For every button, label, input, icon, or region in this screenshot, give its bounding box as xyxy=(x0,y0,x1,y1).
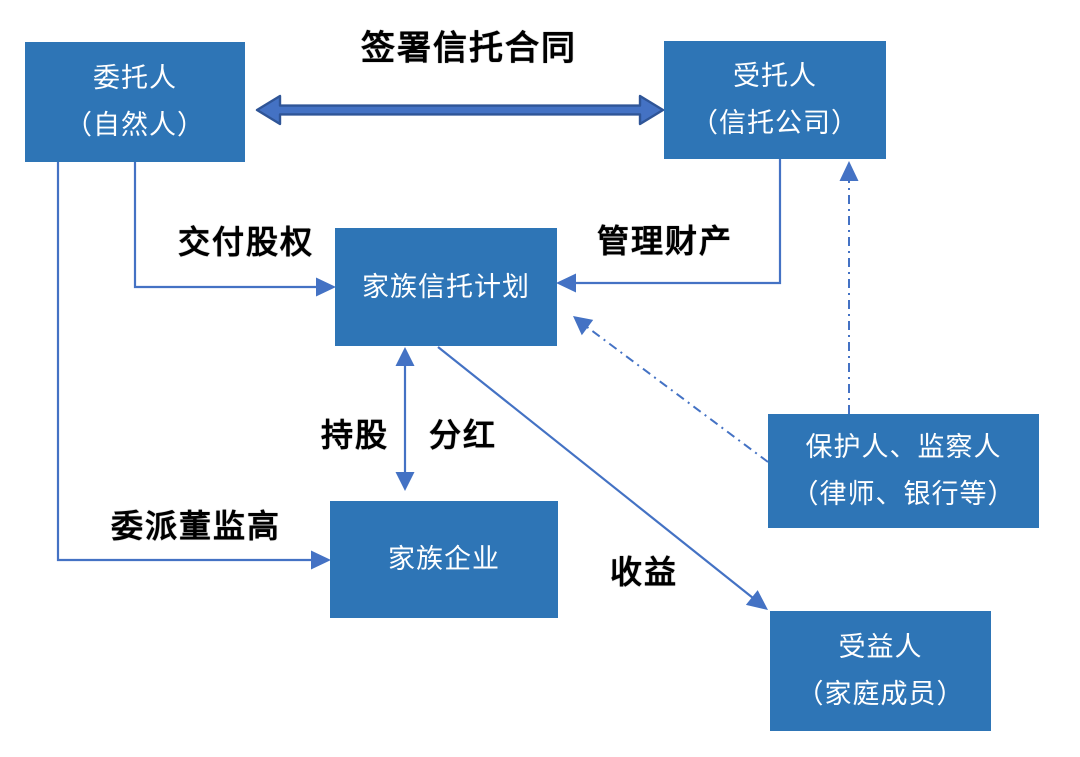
node-trustee-line1: 受托人 xyxy=(733,61,817,91)
edge-income-arrow xyxy=(437,346,768,610)
edge-manage-property-arrow xyxy=(556,159,782,293)
node-beneficiary-line2: （家庭成员） xyxy=(796,679,965,709)
edge-appoint-executives-arrow xyxy=(56,162,331,570)
node-beneficiary-line1: 受益人 xyxy=(838,632,923,662)
node-family-business: 家族企业 xyxy=(330,501,558,618)
edge-label-deliver-equity: 交付股权 xyxy=(177,224,315,260)
node-trust-plan: 家族信托计划 xyxy=(335,228,557,346)
edge-deliver-equity-arrow xyxy=(133,162,336,297)
node-settlor-line1: 委托人 xyxy=(93,63,177,93)
node-family-business-line1: 家族企业 xyxy=(388,544,500,574)
edge-sign-contract-arrow xyxy=(255,94,665,126)
edge-protector-to-trustee-arrow xyxy=(839,161,859,414)
node-beneficiary: 受益人 （家庭成员） xyxy=(770,611,991,731)
node-settlor-line2: （自然人） xyxy=(65,110,205,140)
edge-label-income: 收益 xyxy=(609,554,679,590)
node-trustee: 受托人 （信托公司） xyxy=(664,41,886,159)
edge-hold-shares-dividends-arrow xyxy=(395,347,415,491)
node-protector-line1: 保护人、监察人 xyxy=(805,432,1002,462)
node-protector: 保护人、监察人 （律师、银行等） xyxy=(768,414,1039,528)
edge-label-dividends: 分红 xyxy=(428,417,498,453)
node-trust-plan-line1: 家族信托计划 xyxy=(362,271,530,302)
edge-protector-to-plan-arrow xyxy=(573,316,769,463)
node-trustee-line2: （信托公司） xyxy=(691,108,859,138)
edge-label-appoint-executives: 委派董监高 xyxy=(110,508,282,544)
node-settlor: 委托人 （自然人） xyxy=(25,42,245,162)
edge-label-manage-property: 管理财产 xyxy=(596,223,734,259)
node-protector-line2: （律师、银行等） xyxy=(791,479,1016,509)
edge-label-hold-shares: 持股 xyxy=(320,417,390,453)
edge-label-sign-contract: 签署信托合同 xyxy=(361,29,577,68)
